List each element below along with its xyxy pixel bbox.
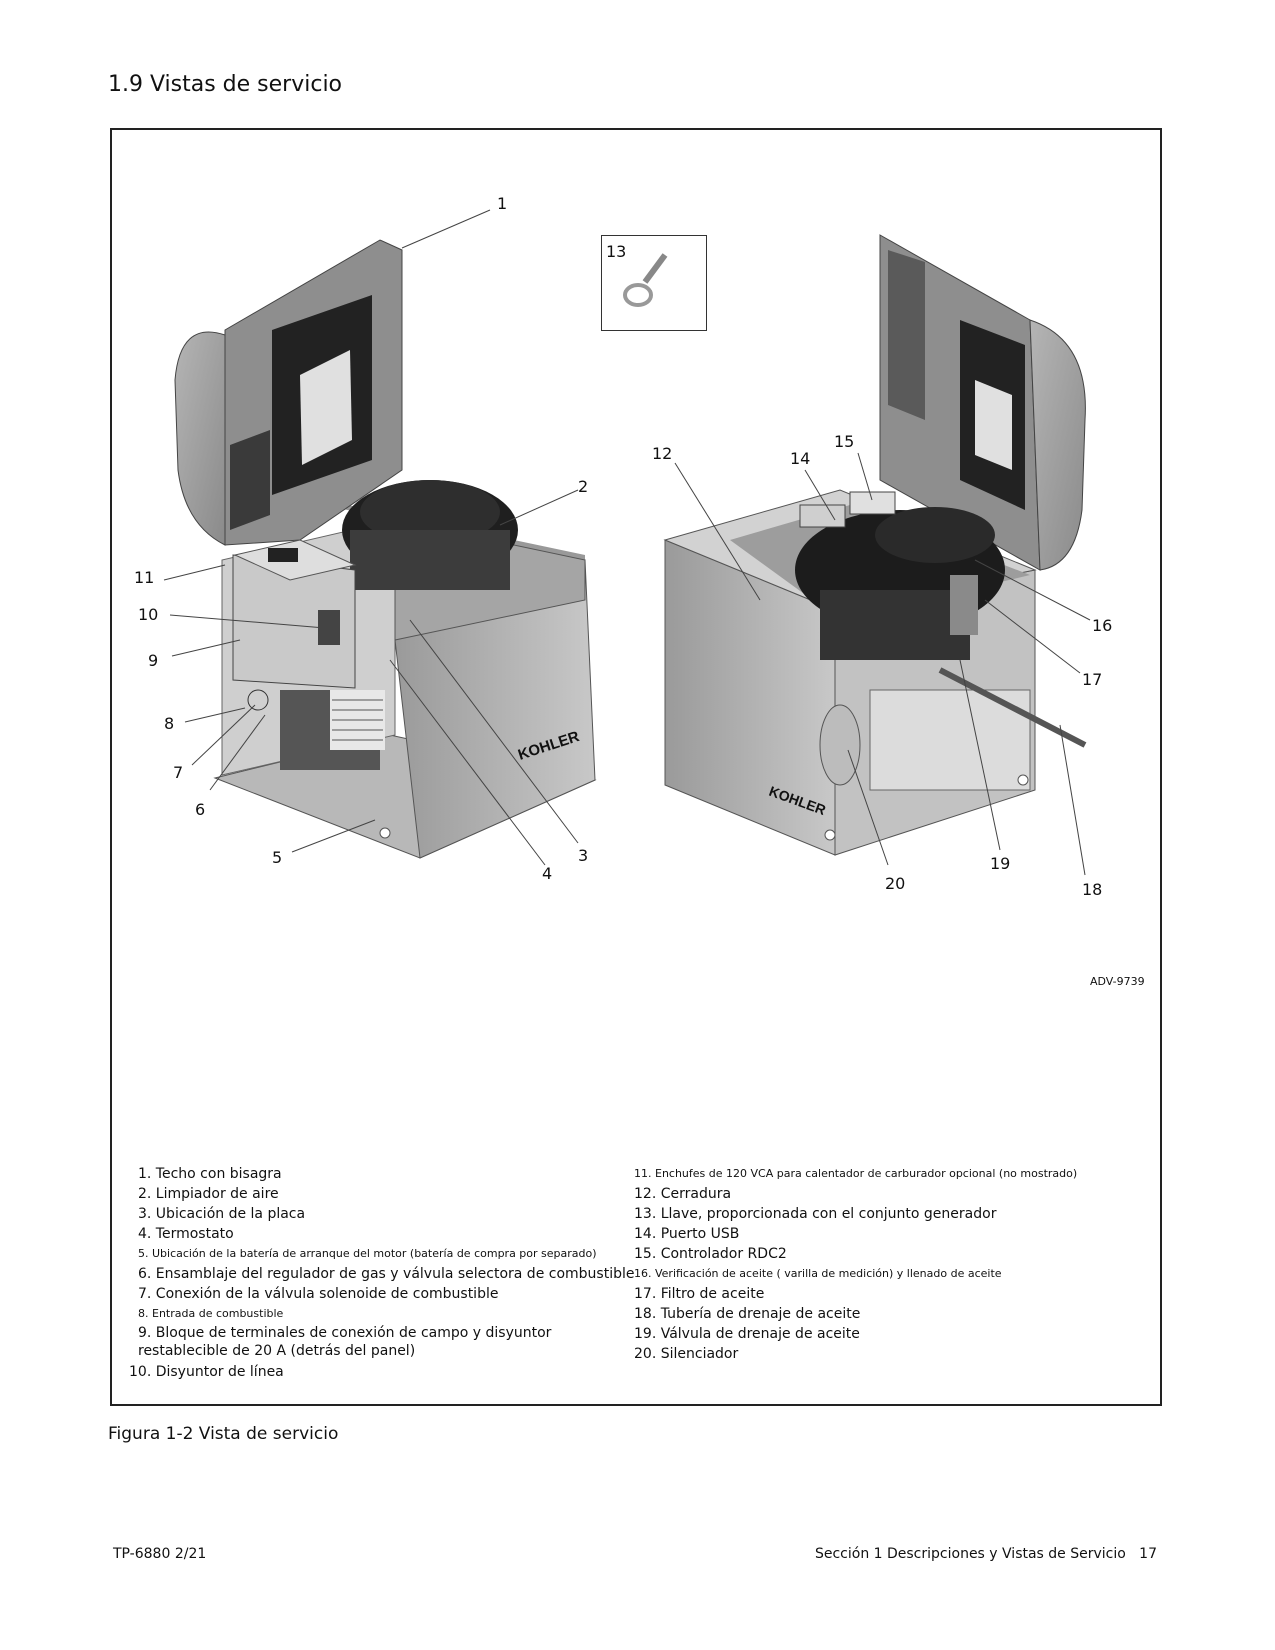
right-generator-drawing: KOHLER xyxy=(663,234,1087,856)
legend-item: 6. Ensamblaje del regulador de gas y vál… xyxy=(138,1266,635,1282)
legend-item: 20. Silenciador xyxy=(634,1346,739,1362)
section-title: 1.9 Vistas de servicio xyxy=(108,72,343,97)
footer-section-page: Sección 1 Descripciones y Vistas de Serv… xyxy=(814,1546,1157,1562)
callout-9: 9 xyxy=(148,651,159,670)
callout-8: 8 xyxy=(164,714,175,733)
callout-7: 7 xyxy=(173,763,184,782)
callout-18: 18 xyxy=(1082,880,1103,899)
legend-item: 3. Ubicación de la placa xyxy=(138,1206,306,1222)
legend-item: 12. Cerradura xyxy=(634,1186,732,1202)
legend-right: 11. Enchufes de 120 VCA para calentador … xyxy=(634,1164,1077,1364)
legend-item: 2. Limpiador de aire xyxy=(138,1186,279,1202)
legend-item: 13. Llave, proporcionada con el conjunto… xyxy=(634,1206,997,1222)
footer-doc-number: TP-6880 2/21 xyxy=(113,1546,207,1562)
legend-item: 8. Entrada de combustible xyxy=(138,1307,284,1320)
callout-4: 4 xyxy=(542,864,553,883)
left-generator-drawing: KOHLER xyxy=(174,239,597,859)
legend-item: 18. Tubería de drenaje de aceite xyxy=(634,1306,861,1322)
callout-10: 10 xyxy=(138,605,159,624)
generator-illustration: KOHLER KOHLER xyxy=(163,209,1091,876)
callout-17: 17 xyxy=(1082,670,1103,689)
legend-item: 9. Bloque de terminales de conexión de c… xyxy=(138,1325,552,1359)
legend-item: 19. Válvula de drenaje de aceite xyxy=(634,1326,860,1342)
callout-12: 12 xyxy=(652,444,673,463)
legend-item: 1. Techo con bisagra xyxy=(138,1166,282,1182)
legend-item: 17. Filtro de aceite xyxy=(634,1286,765,1302)
legend-item: 16. Verificación de aceite ( varilla de … xyxy=(634,1267,1002,1280)
legend-item: 15. Controlador RDC2 xyxy=(634,1246,787,1262)
figure-id: ADV-9739 xyxy=(1090,975,1145,988)
leader-lines xyxy=(163,209,1091,876)
figure-frame xyxy=(110,128,1162,1406)
legend-item: 11. Enchufes de 120 VCA para calentador … xyxy=(634,1167,1078,1180)
callout-19: 19 xyxy=(990,854,1011,873)
key-icon xyxy=(623,253,668,307)
callout-11: 11 xyxy=(134,568,155,587)
legend-left: 1. Techo con bisagra 2. Limpiador de air… xyxy=(129,1164,635,1382)
callout-3: 3 xyxy=(578,846,589,865)
callout-13: 13 xyxy=(606,242,627,261)
callout-6: 6 xyxy=(195,800,206,819)
callout-5: 5 xyxy=(272,848,283,867)
legend-item: 7. Conexión de la válvula solenoide de c… xyxy=(138,1286,499,1302)
figure-caption: Figura 1-2 Vista de servicio xyxy=(108,1424,339,1444)
callout-14: 14 xyxy=(790,449,811,468)
callout-2: 2 xyxy=(578,477,589,496)
callout-16: 16 xyxy=(1092,616,1113,635)
legend-item: 5. Ubicación de la batería de arranque d… xyxy=(138,1247,597,1260)
callout-15: 15 xyxy=(834,432,855,451)
callout-1: 1 xyxy=(497,194,508,213)
legend-item: 10. Disyuntor de línea xyxy=(129,1364,284,1380)
legend-item: 14. Puerto USB xyxy=(634,1226,740,1242)
key-detail-box xyxy=(601,235,707,331)
legend-item: 4. Termostato xyxy=(138,1226,234,1242)
callout-20: 20 xyxy=(885,874,906,893)
